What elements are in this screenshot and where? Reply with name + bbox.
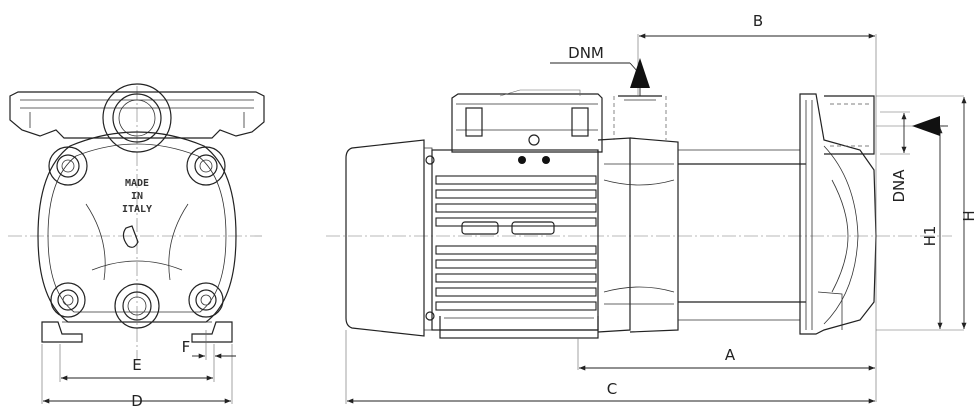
bolt-boss-bottom-left xyxy=(50,282,86,318)
discharge-flow-arrow xyxy=(630,58,650,88)
motor-cooling-fins xyxy=(435,175,597,311)
bolt-boss-bottom-right xyxy=(188,282,224,318)
bolt-boss-top-right xyxy=(186,146,226,186)
dimension-label-c: C xyxy=(607,380,617,398)
dimension-label-dna: DNA xyxy=(890,169,908,203)
stamp-made: MADE xyxy=(125,178,149,189)
dimension-label-b: B xyxy=(753,12,763,30)
dimension-label-dnm: DNM xyxy=(568,44,604,62)
bolt-boss-top-left xyxy=(48,146,88,186)
front-view: MADE IN ITALY E D F xyxy=(8,83,265,410)
suction-flow-arrow xyxy=(912,116,940,136)
dimension-label-d: D xyxy=(131,392,143,410)
side-view: B A C H1 H DNA DNM xyxy=(326,12,976,404)
dimension-label-e: E xyxy=(132,356,141,374)
dimension-label-f: F xyxy=(182,338,191,356)
stamp-italy: ITALY xyxy=(122,204,152,215)
dimension-label-h1: H1 xyxy=(921,226,939,247)
dimension-label-h: H xyxy=(960,210,976,221)
stamp-in: IN xyxy=(131,191,143,202)
dimension-label-a: A xyxy=(725,346,736,364)
